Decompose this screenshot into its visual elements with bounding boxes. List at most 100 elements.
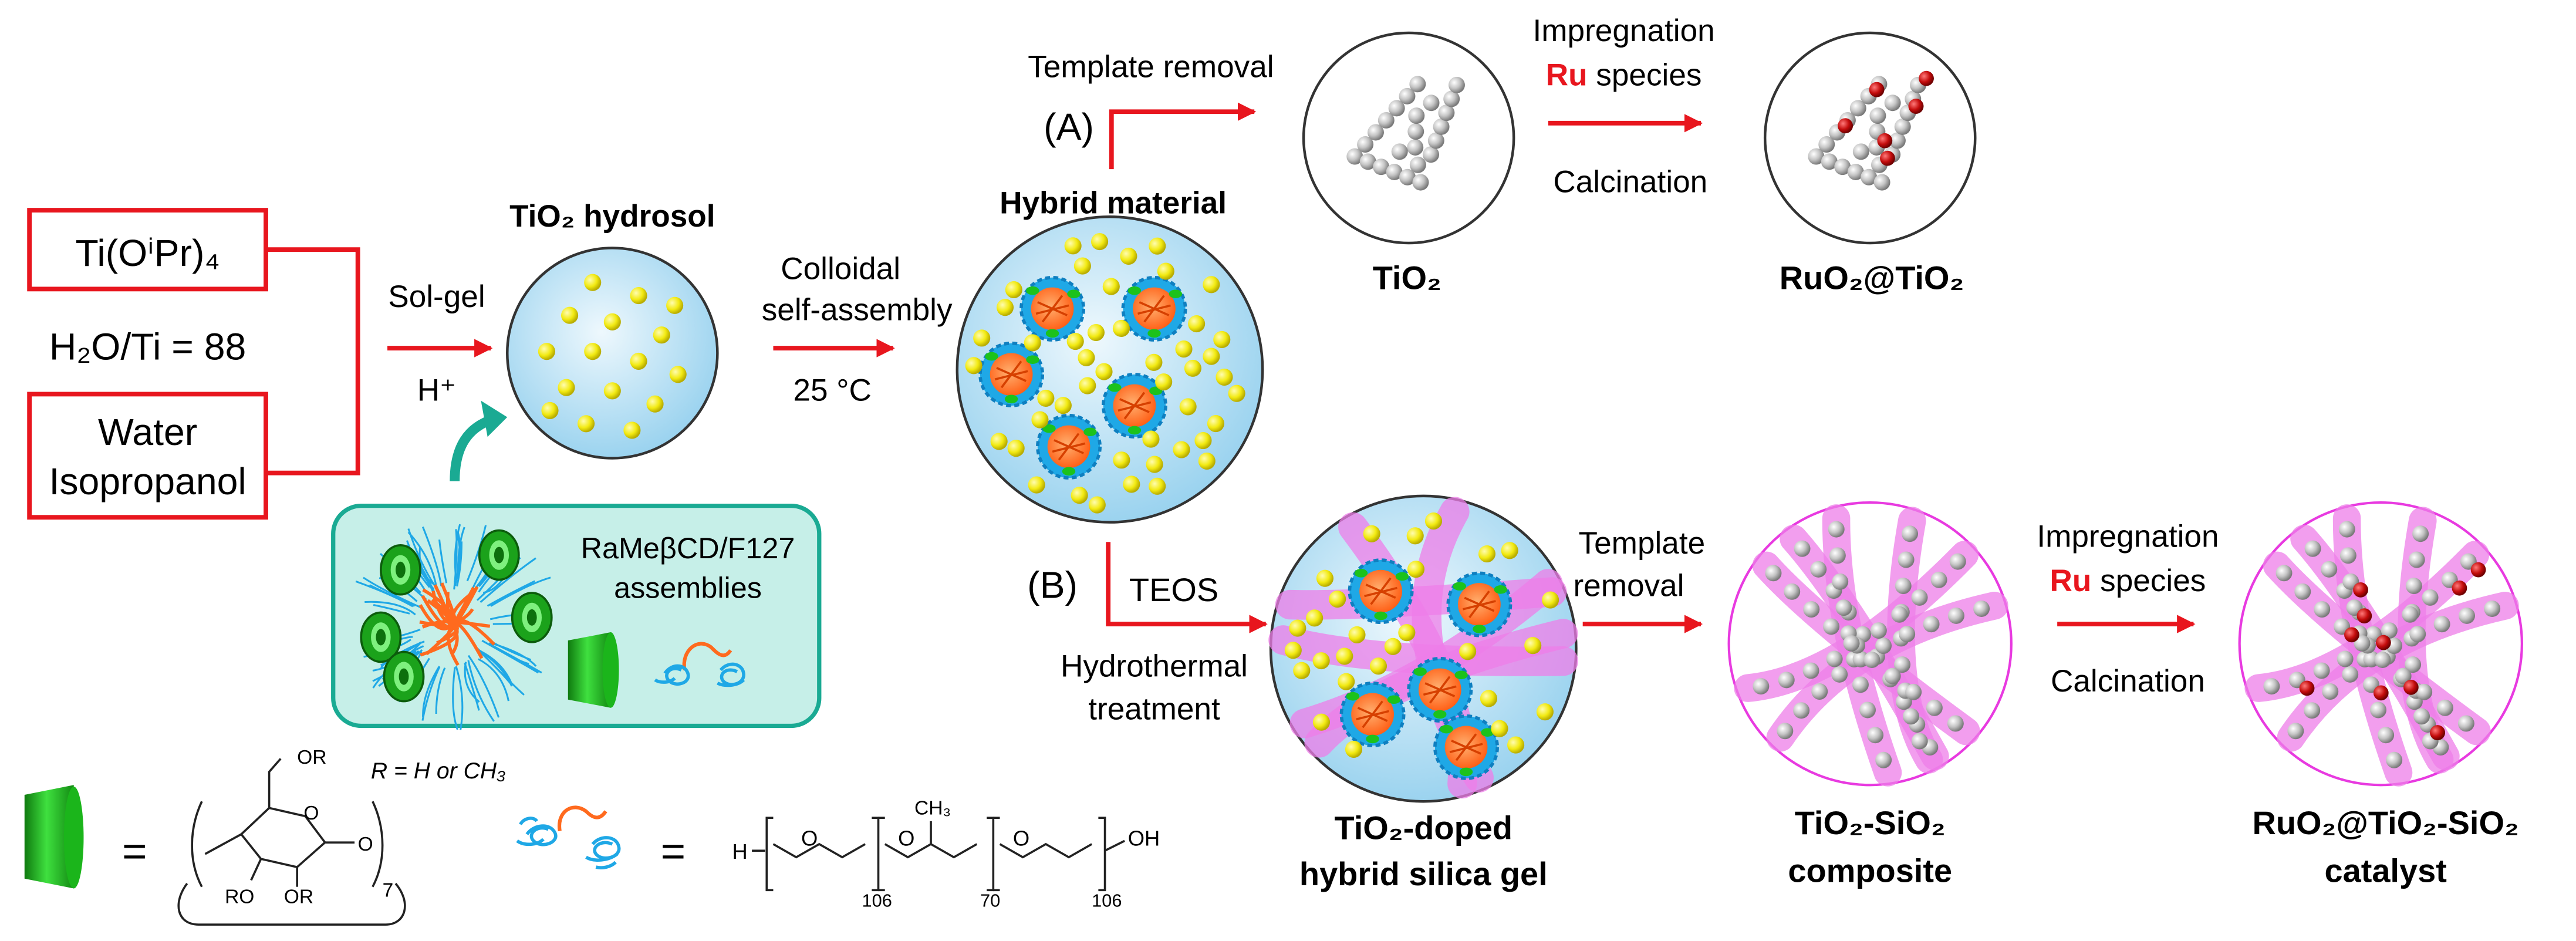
tio2-grain xyxy=(2322,683,2339,700)
tio2-grain xyxy=(2405,578,2422,595)
catalyst-label-2: catalyst xyxy=(2324,852,2446,889)
ruo2-particle xyxy=(1919,70,1934,86)
tio2-grain xyxy=(2378,727,2395,744)
tio2-particle xyxy=(1078,349,1095,366)
route-a-arrow xyxy=(1109,102,1257,170)
tio2-particle xyxy=(996,299,1014,316)
tio2-particle xyxy=(1507,736,1525,754)
template-micelle xyxy=(1038,416,1100,478)
impregnation-b-label: Impregnation xyxy=(2037,520,2219,554)
tio2-grain xyxy=(2294,583,2311,600)
tio2-grain xyxy=(1891,606,1908,623)
tio2-grain xyxy=(1391,143,1408,160)
tio2-particle xyxy=(1113,451,1130,469)
ruo2-particle xyxy=(2452,580,2467,596)
tio2-grain xyxy=(2314,601,2331,618)
tio2-particle xyxy=(1037,389,1055,407)
tio2-grain xyxy=(2339,547,2356,564)
cd-ro-left: RO xyxy=(225,886,254,908)
template-micelle xyxy=(1409,659,1471,721)
template-removal-a: Template removal xyxy=(1028,49,1274,84)
cyclodextrin-structure xyxy=(177,758,406,926)
cd-ring-5 xyxy=(383,650,425,703)
tio2-particle xyxy=(1336,647,1353,665)
tio2-grain xyxy=(1899,626,1916,643)
tio2-grain xyxy=(1859,701,1876,719)
cd-ring-2 xyxy=(478,529,520,581)
tio2-particle xyxy=(1345,740,1363,758)
catalyst-label-1: RuO₂@TiO₂-SiO₂ xyxy=(2252,804,2518,841)
template-micelle xyxy=(1021,278,1083,340)
tio2-particle xyxy=(1123,475,1140,493)
ru-b: Ru xyxy=(2050,564,2092,598)
tio2-particle xyxy=(1407,561,1425,578)
tio2-particle xyxy=(1203,276,1220,294)
colloidal-step: Colloidal self-assembly 25 °C xyxy=(762,252,953,408)
pol-n3: 106 xyxy=(1092,890,1122,910)
tio2-particle xyxy=(1091,233,1109,251)
tio2-particle xyxy=(1146,456,1163,473)
tio2-particle xyxy=(541,402,559,419)
tio2-particle xyxy=(1213,330,1231,349)
doped-label-1: TiO₂-doped xyxy=(1335,810,1512,846)
tio2-grain xyxy=(1884,95,1901,112)
tio2-particle xyxy=(666,296,684,314)
ruo2-particle xyxy=(2344,627,2359,643)
pol-o2: O xyxy=(898,827,914,851)
tio2-grain xyxy=(1870,622,1887,639)
tio2-grain xyxy=(1884,667,1901,684)
tio2-particle xyxy=(1175,340,1193,358)
tio2-particle xyxy=(584,343,602,360)
tio2-grain xyxy=(1835,599,1852,616)
doped-gel-sphere: TiO₂-doped hybrid silica gel xyxy=(1268,494,1578,892)
tio2-grain xyxy=(1926,699,1943,716)
tio2-grain xyxy=(2412,525,2429,542)
ruo2-particle xyxy=(1880,150,1895,166)
pol-n2: 70 xyxy=(980,890,1000,910)
ruo2-tio2-label: RuO₂@TiO₂ xyxy=(1780,259,1964,296)
impregnation-step-b: Impregnation Ru species Calcination xyxy=(2037,520,2219,699)
tio2-particle xyxy=(1536,703,1554,721)
tio2-particle xyxy=(1188,315,1206,333)
impregnation-a-label: Impregnation xyxy=(1533,14,1715,48)
tio2-particle xyxy=(1194,431,1212,450)
template-micelle xyxy=(1341,683,1403,746)
tio2-particle xyxy=(1216,368,1233,386)
tio2-particle xyxy=(1112,319,1130,338)
tio2-particle xyxy=(1024,334,1041,352)
calcination-a-label: Calcination xyxy=(1553,164,1707,199)
tio2-grain xyxy=(1777,723,1794,740)
composite-label-2: composite xyxy=(1788,852,1952,889)
tio2-grain xyxy=(1863,652,1880,668)
tio2-grain xyxy=(2409,626,2426,643)
cd-o-link: O xyxy=(358,834,373,855)
tio2-grain xyxy=(1802,662,1819,679)
tio2-grain xyxy=(2422,589,2439,606)
tio2-grain xyxy=(2275,565,2293,582)
precursor-block: Ti(OⁱPr)₄ H₂O/Ti = 88 Water Isopropanol xyxy=(27,208,360,520)
route-b: (B) TEOS Hydrothermal treatment xyxy=(1027,542,1268,726)
tio2-particle xyxy=(1054,397,1072,414)
tio2-grain xyxy=(1852,143,1869,160)
tio2-grain xyxy=(2484,600,2501,617)
tio2-particle xyxy=(1312,713,1330,731)
species-a: species xyxy=(1596,58,1701,92)
tio2-particle xyxy=(990,433,1008,450)
tio2-grain xyxy=(1949,553,1966,570)
tio2-grain xyxy=(1867,727,1884,744)
ruo2-particle xyxy=(2353,582,2368,598)
tio2-particle xyxy=(1087,323,1105,342)
tio2-label: TiO₂ xyxy=(1373,259,1441,296)
tio2-grain xyxy=(1843,635,1860,652)
tio2-particle xyxy=(1228,385,1245,402)
tio2-grain xyxy=(2459,607,2475,624)
tio2-grain xyxy=(1828,521,1845,538)
tio2-grain xyxy=(1873,174,1890,191)
tio2-particle xyxy=(1079,377,1096,394)
tio2-particle xyxy=(1184,359,1201,377)
tio2-grain xyxy=(2337,650,2354,667)
tio2-grain xyxy=(1898,551,1915,568)
tio2-particle xyxy=(630,352,647,370)
tio2-particle xyxy=(630,287,647,305)
